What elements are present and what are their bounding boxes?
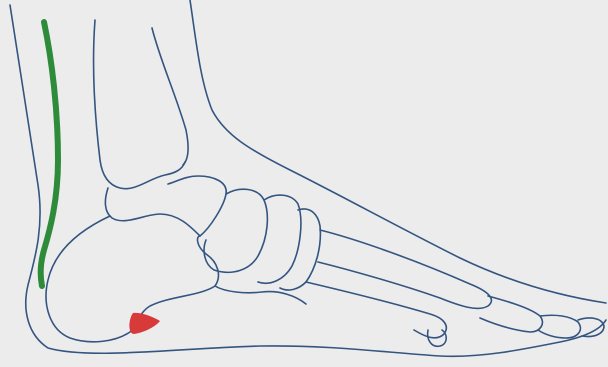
distal-phalanx [538, 315, 580, 338]
metatarsal-upper [318, 230, 491, 308]
tibia-bone [152, 28, 188, 165]
skin-outline-back [10, 5, 606, 356]
metatarsal-lower [306, 282, 446, 338]
skin-outline-front [190, 0, 606, 303]
proximal-phalanx [480, 296, 542, 332]
heel-pain-spot [129, 313, 160, 334]
cuboid-bone [215, 286, 306, 304]
talus-bone [105, 176, 226, 236]
achilles-tendon [41, 22, 58, 286]
fibula-bone [94, 20, 185, 189]
